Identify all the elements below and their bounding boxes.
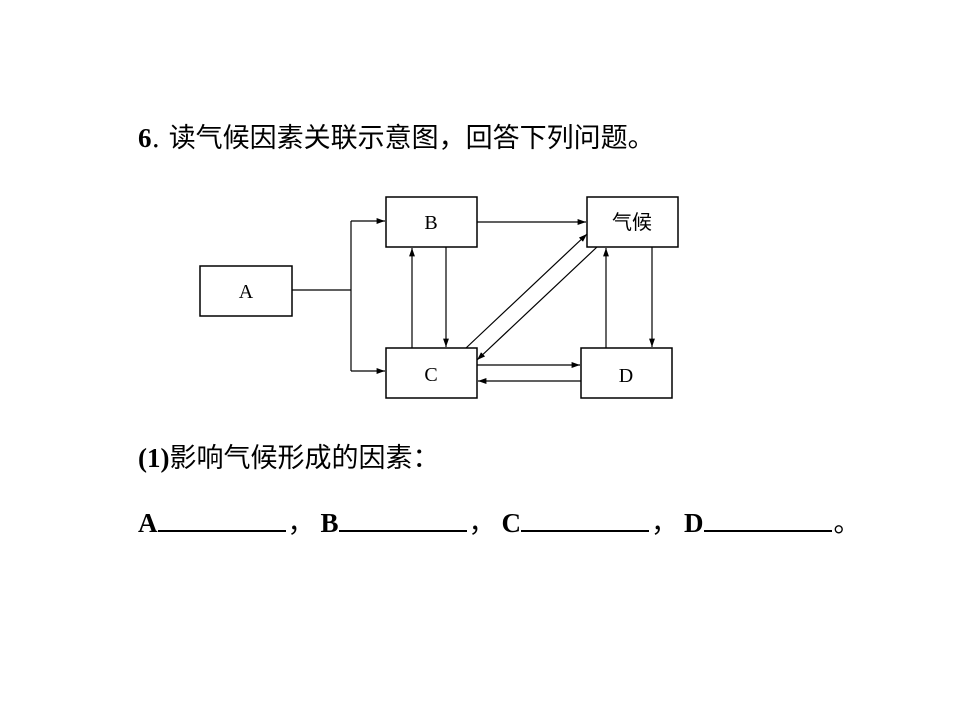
question-title: 6. 读气候因素关联示意图，回答下列问题。 <box>138 118 655 159</box>
answer-d-separator: 。 <box>833 508 861 539</box>
answer-c-letter: C <box>501 508 522 538</box>
subquestion-1: (1)影响气候形成的因素： <box>138 438 439 479</box>
node-b: B <box>385 196 478 248</box>
answer-b-blank[interactable] <box>338 506 467 532</box>
subquestion-number: (1) <box>138 443 170 473</box>
node-climate-label: 气候 <box>612 210 652 234</box>
answer-b-letter: B <box>320 508 339 538</box>
answer-c-separator: ， <box>651 508 679 539</box>
answer-c-blank[interactable] <box>521 506 650 532</box>
answer-d-letter: D <box>684 508 704 538</box>
edge-c-to-climate <box>465 233 588 349</box>
node-c: C <box>385 347 478 399</box>
subquestion-text: 影响气候形成的因素： <box>169 443 440 474</box>
answer-blanks-row: A ， B ， C ， D 。 <box>138 503 867 544</box>
node-a: A <box>199 265 293 317</box>
node-b-label: B <box>424 212 437 234</box>
answer-a-separator: ， <box>287 508 315 539</box>
edge-a-to-b-c <box>292 218 385 374</box>
answer-b-separator: ， <box>468 508 496 539</box>
question-number: 6 <box>138 123 152 153</box>
node-d-label: D <box>619 365 633 387</box>
node-climate: 气候 <box>586 196 679 248</box>
answer-d-blank[interactable] <box>703 506 832 532</box>
edge-climate-to-c <box>476 246 598 361</box>
answer-a-letter: A <box>138 508 158 538</box>
node-a-label: A <box>239 281 254 303</box>
question-text: 读气候因素关联示意图，回答下列问题。 <box>168 123 655 154</box>
node-d: D <box>580 347 673 399</box>
question-number-separator: . <box>151 123 161 154</box>
node-c-label: C <box>424 364 437 386</box>
answer-a-blank[interactable] <box>157 506 286 532</box>
